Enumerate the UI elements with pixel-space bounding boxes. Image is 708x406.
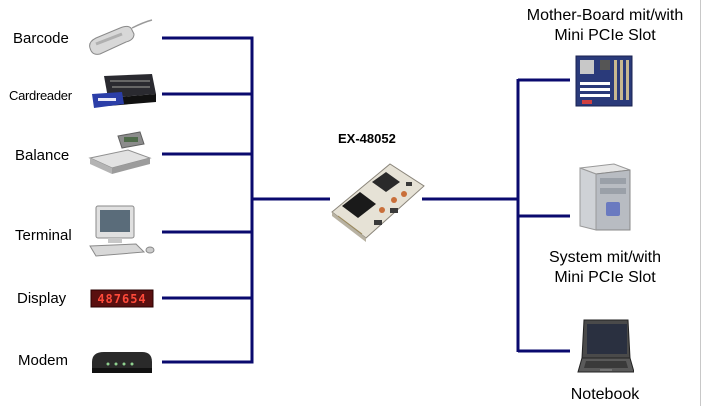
label-system-line1: System mit/with: [548, 249, 661, 266]
barcode-scanner-icon: [89, 19, 153, 55]
card-reader-icon: [92, 74, 156, 108]
label-cardreader: Cardreader: [9, 88, 72, 103]
label-terminal: Terminal: [15, 227, 72, 244]
label-balance: Balance: [15, 147, 70, 164]
page-edge-line: [700, 0, 701, 406]
pc-tower-icon: [579, 163, 631, 231]
label-motherboard: Mother-Board mit/with Mini PCIe Slot: [510, 6, 700, 46]
motherboard-icon: [575, 55, 633, 107]
led-display-icon: 487654: [90, 289, 154, 308]
label-display: Display: [17, 290, 67, 307]
label-motherboard-line1: Mother-Board mit/with: [526, 7, 684, 24]
modem-icon: [92, 352, 152, 373]
notebook-icon: [577, 319, 634, 373]
label-barcode: Barcode: [13, 30, 69, 47]
pcie-card-icon: [331, 163, 425, 242]
label-system: System mit/with Mini PCIe Slot: [520, 248, 690, 288]
svg-text:487654: 487654: [97, 292, 146, 306]
label-modem: Modem: [18, 352, 69, 369]
label-notebook: Notebook: [570, 386, 640, 403]
scale-icon: [88, 131, 152, 174]
label-motherboard-line2: Mini PCIe Slot: [554, 27, 656, 44]
terminal-icon: [89, 205, 155, 257]
label-system-line2: Mini PCIe Slot: [554, 269, 656, 286]
center-card-label: EX-48052: [338, 131, 396, 146]
